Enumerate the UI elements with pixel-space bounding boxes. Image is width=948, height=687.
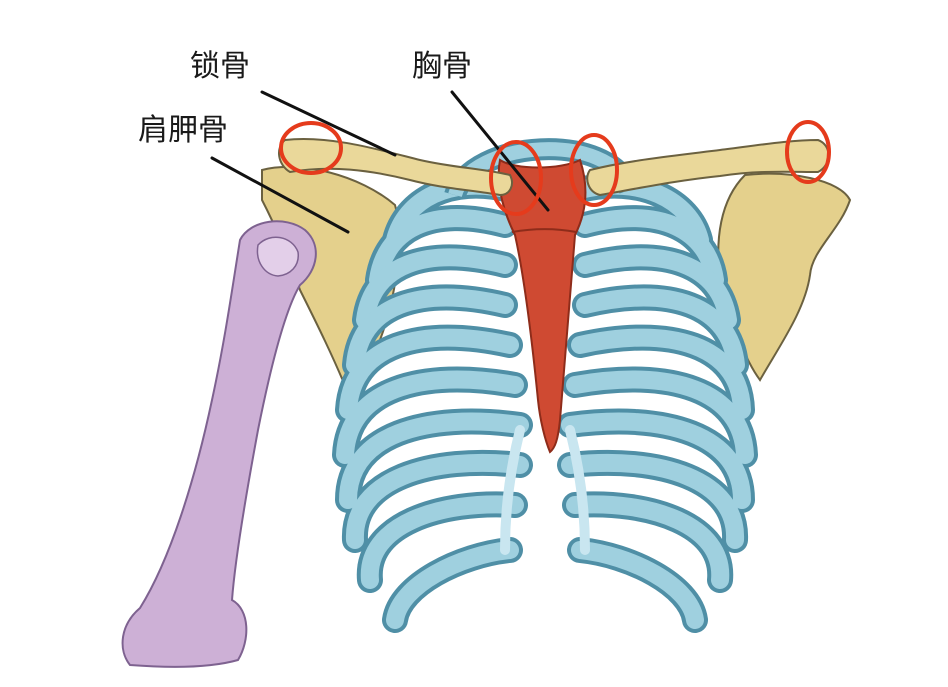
label-clavicle: 锁骨 [190,49,250,84]
humerus-head-detail [256,236,299,277]
scapula-leader [210,156,350,234]
label-scapula: 肩胛骨 [138,113,228,148]
joint-highlight-left-shoulder [279,121,343,175]
label-sternum: 胸骨 [412,49,472,84]
joint-highlight-right-shoulder [785,120,831,184]
ribcage-right [557,172,758,633]
clavicle-leader [260,90,397,157]
humerus [121,220,317,668]
sternum [497,158,587,454]
joint-highlight-right-sternoclavicular [569,133,619,207]
costal-cartilage [500,425,590,555]
sternum-manubrium-line [511,228,577,233]
joint-highlight-left-sternoclavicular [489,140,543,216]
